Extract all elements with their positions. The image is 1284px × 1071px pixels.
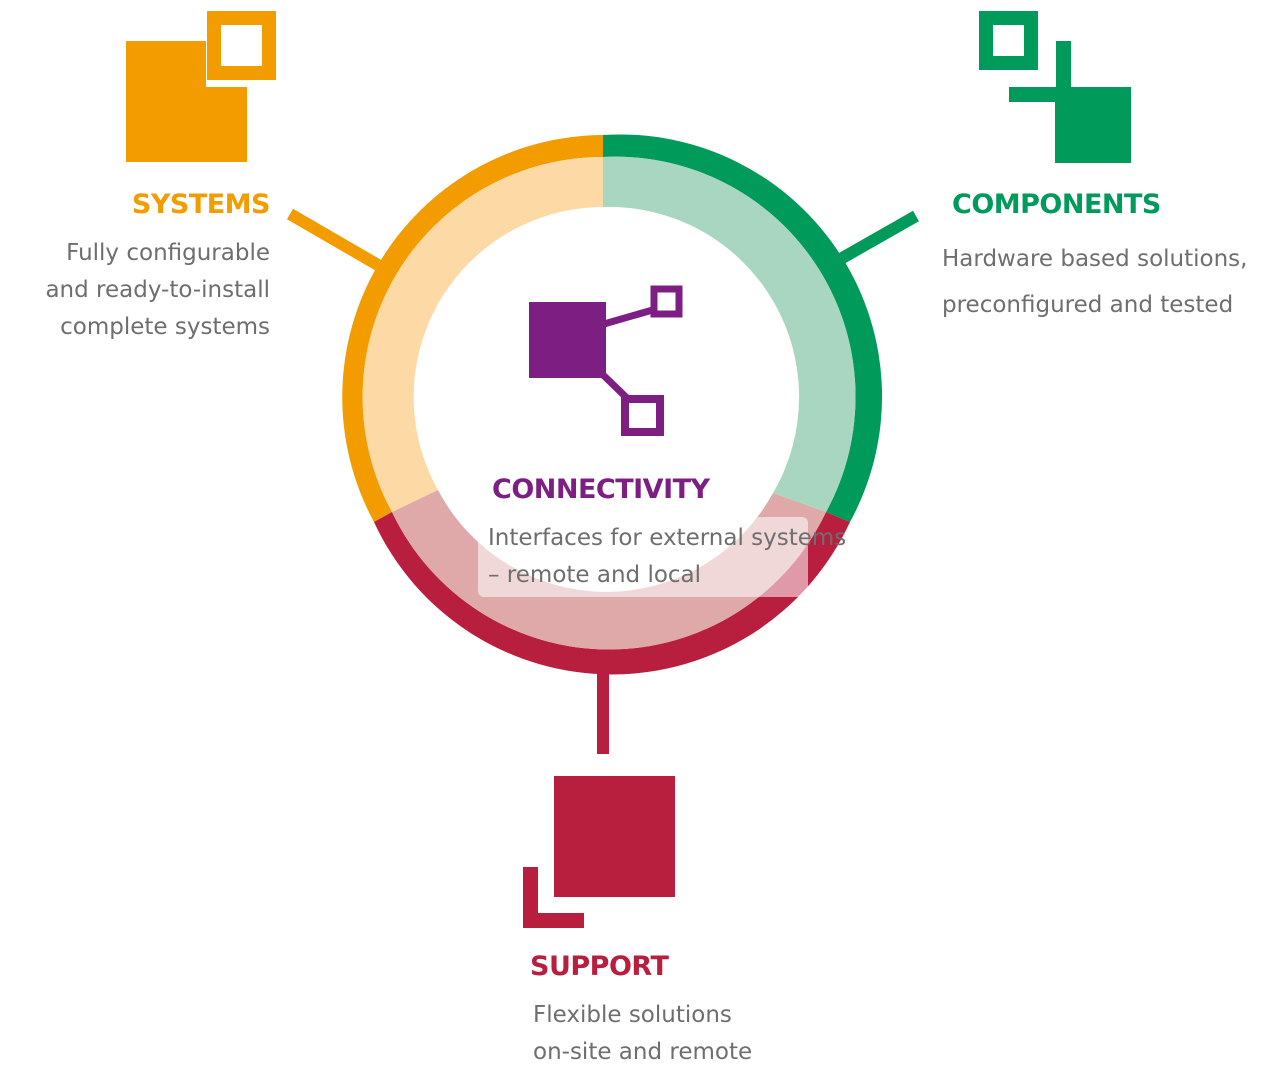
support-description: Flexible solutions on-site and remote [533, 997, 752, 1071]
connectivity-description-line: Interfaces for external systems [488, 525, 847, 551]
components-title: COMPONENTS [952, 189, 1161, 220]
inner-ring [362, 156, 856, 650]
components-description: Hardware based solutions, preconfigured … [942, 236, 1247, 328]
systems-description-line: Fully configurable [66, 240, 270, 266]
ring-segment-systems [342, 135, 603, 522]
ring-segment-components [603, 134, 883, 522]
connectivity-description-line: – remote and local [488, 562, 702, 588]
ring-segment-support [374, 512, 850, 675]
outer-ring [342, 134, 883, 675]
support-title: SUPPORT [530, 951, 669, 982]
systems-title: SYSTEMS [131, 189, 271, 220]
components-squares-icon [979, 11, 1131, 163]
systems-squares-icon [126, 10, 277, 162]
support-squares-icon [523, 776, 675, 928]
support-description-line: Flexible solutions [533, 1002, 732, 1028]
inner-segment-systems [362, 156, 603, 512]
connectivity-title: CONNECTIVITY [492, 474, 710, 505]
systems-description: Fully configurable and ready-to-install … [0, 235, 270, 346]
connectivity-text-panel [478, 517, 808, 597]
connectivity-network-icon [529, 285, 683, 436]
components-description-line: preconfigured and tested [942, 292, 1234, 318]
support-description-line: on-site and remote [533, 1039, 753, 1065]
inner-segment-support [392, 490, 826, 650]
connectivity-description: Interfaces for external systems – remote… [488, 520, 846, 594]
inner-segment-components [603, 156, 856, 512]
components-description-line: Hardware based solutions, [942, 246, 1248, 272]
connector-components [827, 210, 919, 271]
systems-description-line: and ready-to-install [45, 277, 270, 303]
systems-description-line: complete systems [60, 314, 270, 340]
connector-systems [286, 208, 382, 271]
